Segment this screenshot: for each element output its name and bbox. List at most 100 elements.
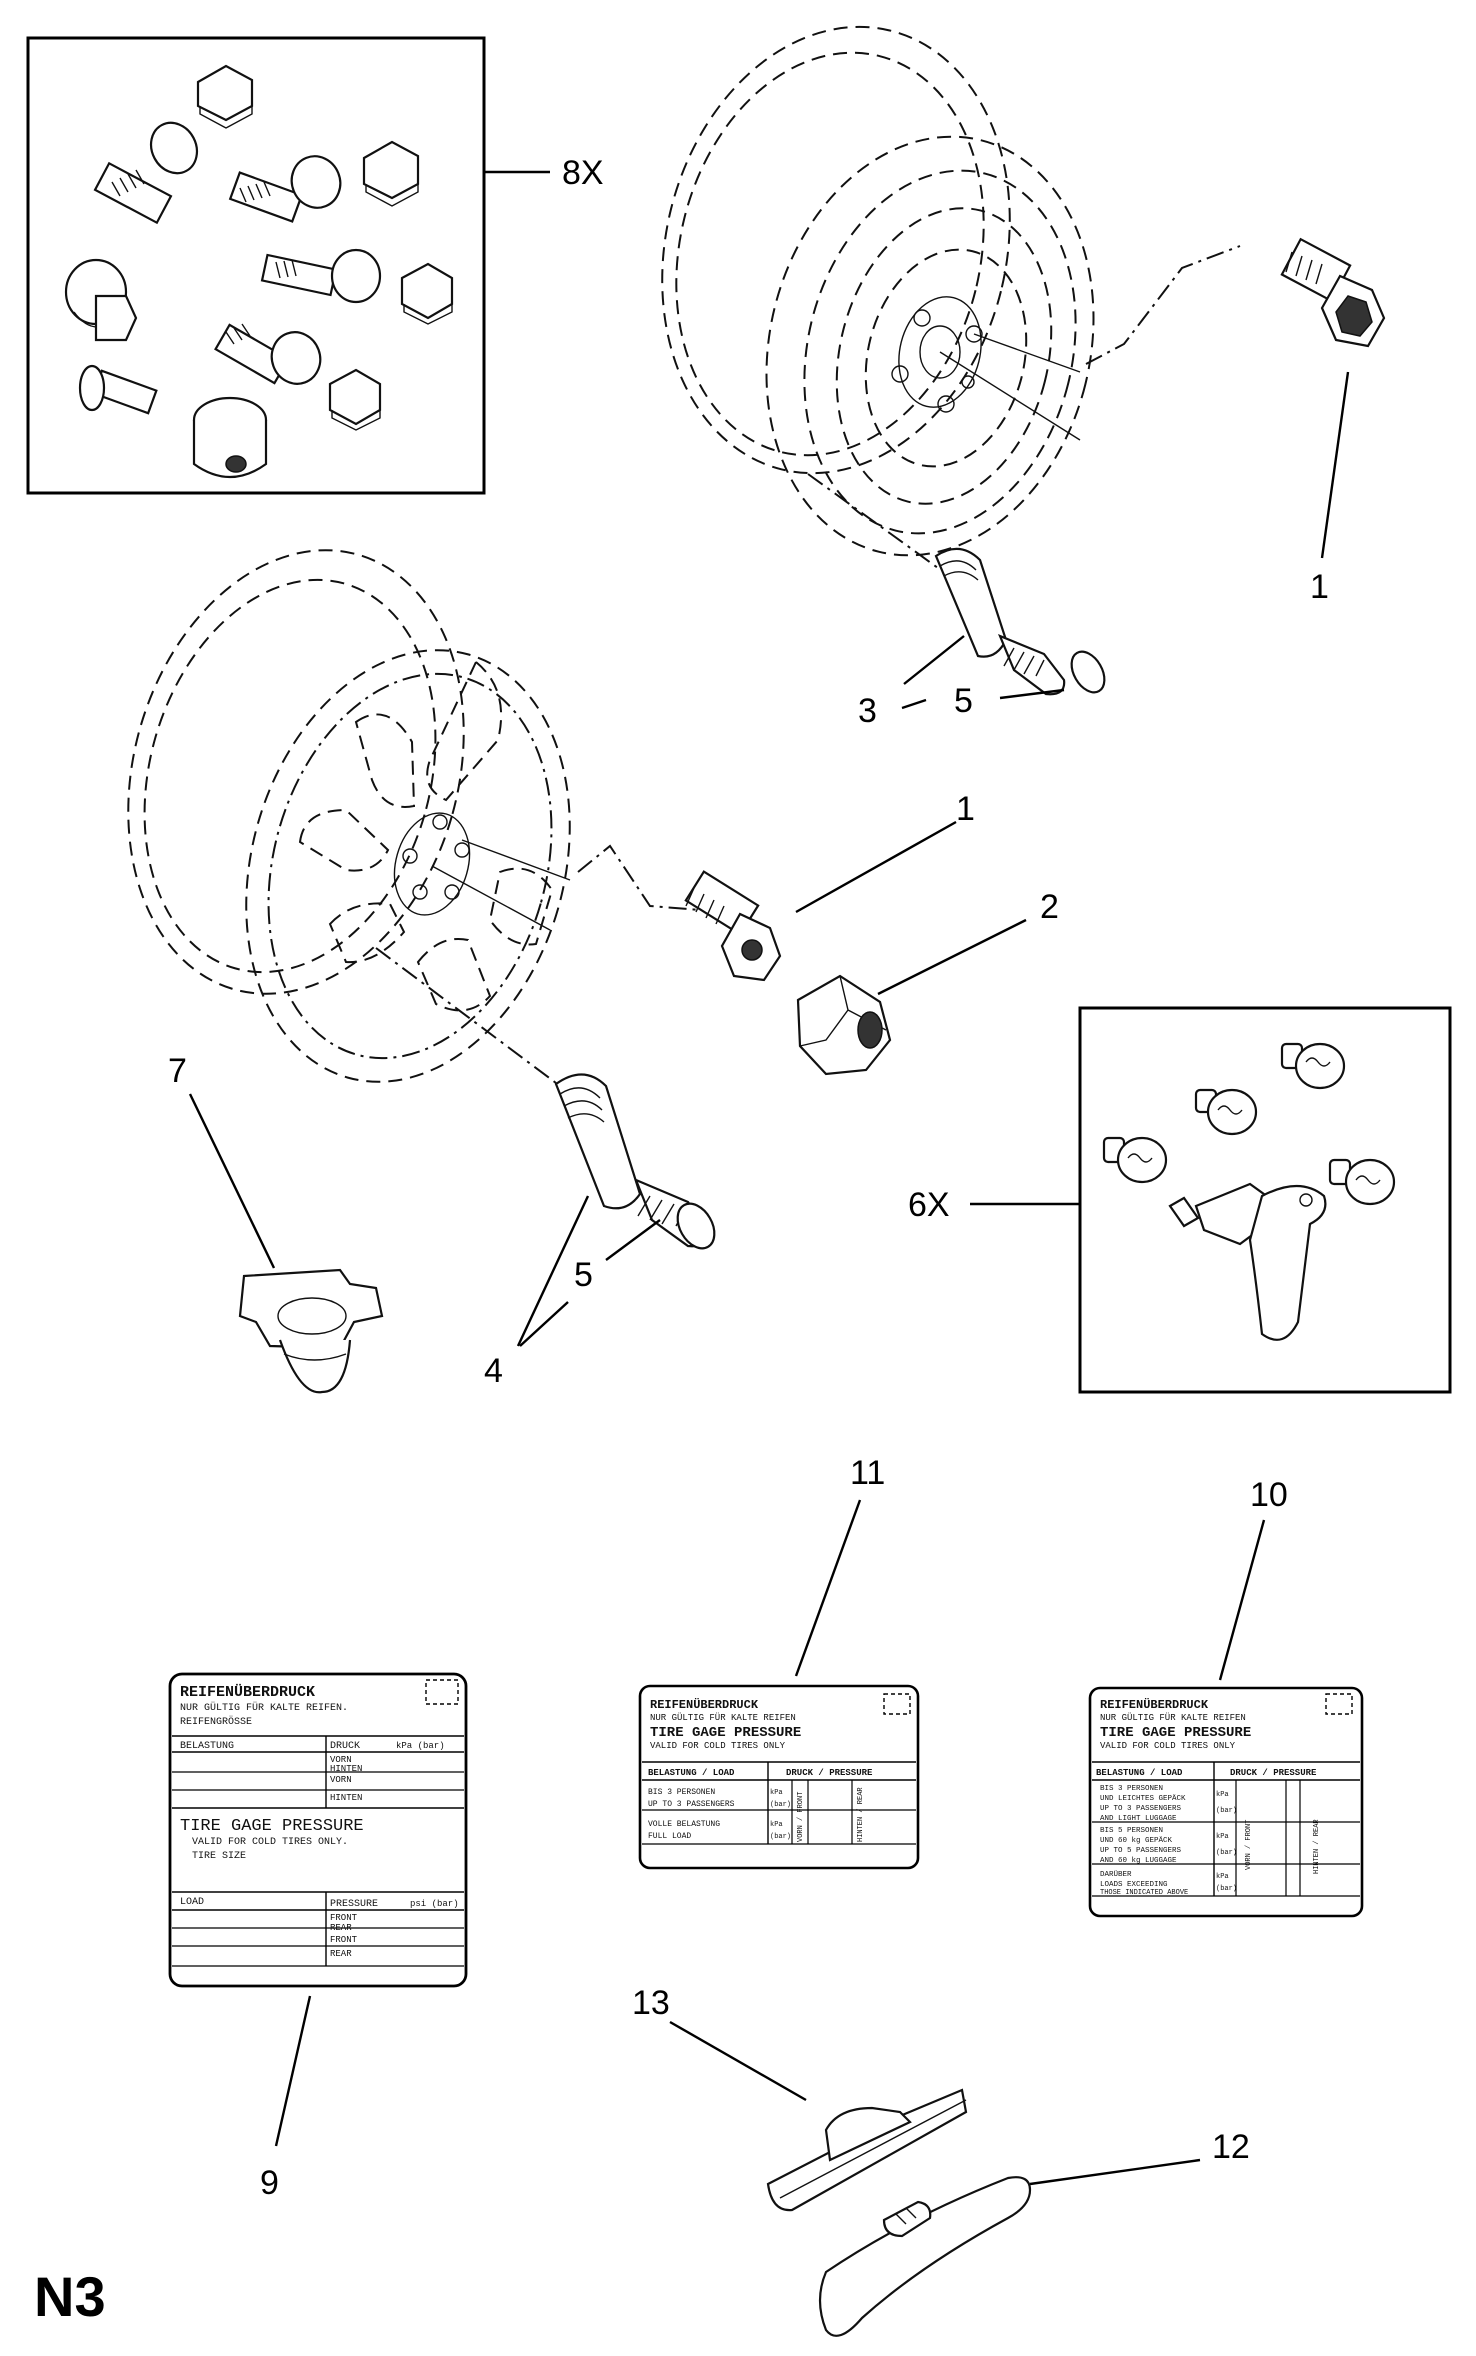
l11-unit2: (bar): [770, 1801, 791, 1809]
bolt-kit-box: [26, 36, 486, 495]
leader-3b: [901, 698, 927, 710]
lock-nut-adapter: [796, 974, 892, 1076]
l10-r10: LOADS EXCEEDING: [1100, 1881, 1168, 1889]
l9-vorn2: VORN: [330, 1775, 352, 1785]
callout-3: 3: [858, 692, 877, 730]
leader-4: [516, 1195, 590, 1347]
tire-pressure-label-9: REIFENÜBERDRUCK NUR GÜLTIG FÜR KALTE REI…: [168, 1672, 468, 1988]
callout-4: 4: [484, 1352, 503, 1390]
leader-11: [794, 1499, 862, 1677]
alloy-wheel: [127, 549, 571, 1083]
kit-nut-2: [362, 140, 420, 207]
l10-unit5: kPa: [1216, 1873, 1229, 1881]
wheel-bolt-top: [1280, 237, 1386, 348]
axis-line-mid-valve: [375, 947, 561, 1087]
kit-bolt-1: [93, 121, 199, 225]
l10-title-en: TIRE GAGE PRESSURE: [1100, 1725, 1251, 1741]
l10-unit1: kPa: [1216, 1791, 1229, 1799]
lock-bolt-1: [1280, 1042, 1346, 1090]
leader-5-mid: [605, 1219, 661, 1261]
l10-col-load: BELASTUNG / LOAD: [1096, 1768, 1183, 1778]
lock-bolt-4: [1328, 1158, 1396, 1206]
l10-r11: THOSE INDICATED ABOVE: [1100, 1889, 1188, 1897]
tire-pressure-label-10: REIFENÜBERDRUCK NUR GÜLTIG FÜR KALTE REI…: [1088, 1686, 1364, 1918]
callout-5-mid: 5: [574, 1256, 593, 1294]
l10-line1: NUR GÜLTIG FÜR KALTE REIFEN: [1100, 1712, 1246, 1723]
valve-stem-top: [934, 547, 1106, 696]
l11-unit4: (bar): [770, 1833, 791, 1841]
l10-r1: BIS 3 PERSONEN: [1100, 1785, 1163, 1793]
callout-10: 10: [1250, 1476, 1288, 1514]
l9-rear1: REAR: [330, 1923, 352, 1933]
l9-col-pressure-de: DRUCK: [330, 1741, 360, 1752]
axis-line-top-valve: [807, 473, 939, 569]
l9-front2: FRONT: [330, 1935, 358, 1945]
leader-1-top: [1320, 371, 1350, 559]
kit-bolt-5: [78, 364, 158, 415]
l9-unit-de: kPa (bar): [396, 1741, 445, 1751]
steel-wheel: [661, 25, 1095, 557]
l11-col-load: BELASTUNG / LOAD: [648, 1768, 735, 1778]
l9-col-load-en: LOAD: [180, 1897, 204, 1908]
axis-line-top-bolt: [1085, 245, 1241, 365]
callout-2: 2: [1040, 888, 1059, 926]
l9-line2: REIFENGRÖSSE: [180, 1715, 252, 1728]
l10-unit6: (bar): [1216, 1885, 1237, 1893]
l10-col-pressure: DRUCK / PRESSURE: [1230, 1768, 1317, 1778]
axis-line-mid-bolt: [577, 844, 701, 911]
leader-12: [1029, 2158, 1201, 2186]
callout-12: 12: [1212, 2128, 1250, 2166]
l10-unit2: (bar): [1216, 1807, 1237, 1815]
kit-bolt-4: [214, 323, 322, 385]
leader-4b: [519, 1301, 569, 1347]
l11-row3: VOLLE BELASTUNG: [648, 1820, 720, 1829]
callout-6x: 6X: [908, 1186, 950, 1224]
l10-r4: AND LIGHT LUGGAGE: [1100, 1815, 1177, 1823]
kit-bolt-2: [228, 155, 342, 223]
l9-front1: FRONT: [330, 1913, 358, 1923]
l11-unit1: kPa: [770, 1789, 783, 1797]
callout-1-top: 1: [1310, 568, 1329, 606]
l10-r6: UND 60 kg GEPÄCK: [1100, 1836, 1173, 1845]
l11-row1: BIS 3 PERSONEN: [648, 1788, 715, 1797]
kit-nut-1: [196, 64, 254, 129]
l9-line-en1: VALID FOR COLD TIRES ONLY.: [192, 1837, 348, 1848]
l11-line-en: VALID FOR COLD TIRES ONLY: [650, 1741, 786, 1751]
clip-on-balance-weight: [766, 2088, 968, 2212]
lock-set-box: [1078, 1006, 1452, 1394]
l10-unit4: (bar): [1216, 1849, 1237, 1857]
wheel-clip: [238, 1268, 384, 1394]
lock-bolt-2: [1194, 1088, 1258, 1136]
callout-1-mid: 1: [956, 790, 975, 828]
lock-bolt-3: [1102, 1136, 1168, 1184]
l11-col-pressure: DRUCK / PRESSURE: [786, 1768, 873, 1778]
callout-8x: 8X: [562, 154, 604, 192]
l10-front: VORN / FRONT: [1245, 1820, 1253, 1870]
callout-11: 11: [850, 1454, 885, 1492]
callout-9: 9: [260, 2164, 279, 2202]
page-code: N3: [34, 2265, 106, 2328]
leader-9: [274, 1995, 312, 2147]
l9-hinten2: HINTEN: [330, 1793, 362, 1803]
l10-unit3: kPa: [1216, 1833, 1229, 1841]
kit-nut-4: [64, 258, 138, 342]
kit-nut-3: [400, 262, 454, 325]
callout-5-top: 5: [954, 682, 973, 720]
l10-r3: UP TO 3 PASSENGERS: [1100, 1805, 1182, 1813]
l9-title-en: TIRE GAGE PRESSURE: [180, 1817, 364, 1836]
l9-unit-en: psi (bar): [410, 1899, 459, 1909]
leader-3: [903, 635, 965, 685]
callout-7: 7: [168, 1052, 187, 1090]
kit-locking-nut: [192, 396, 268, 479]
l9-col-load-de: BELASTUNG: [180, 1741, 234, 1752]
leader-13: [669, 2020, 807, 2102]
l11-row2: UP TO 3 PASSENGERS: [648, 1800, 735, 1809]
l10-rear: HINTEN / REAR: [1313, 1819, 1321, 1874]
lock-key: [1168, 1182, 1327, 1341]
l11-front: VORN / FRONT: [797, 1792, 805, 1842]
valve-stem-mid: [554, 1073, 716, 1250]
wheel-bolt-mid: [684, 870, 782, 982]
l9-line-en2: TIRE SIZE: [192, 1851, 246, 1862]
l11-rear: HINTEN / REAR: [857, 1787, 865, 1842]
